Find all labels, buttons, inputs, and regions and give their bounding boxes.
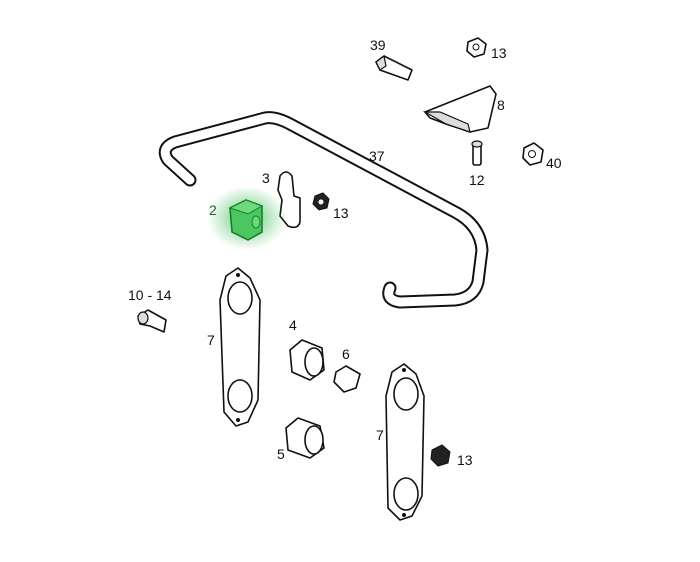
bracket-8[interactable] — [422, 85, 497, 133]
label-7-right: 7 — [376, 427, 384, 443]
link-plate-7-left[interactable] — [219, 267, 261, 427]
label-40: 40 — [546, 155, 562, 171]
bushing-2-highlighted[interactable] — [207, 186, 287, 250]
nut-13-mid[interactable] — [312, 192, 330, 211]
label-10-14: 10 - 14 — [128, 287, 172, 303]
bolt-39[interactable] — [375, 54, 413, 81]
label-12: 12 — [469, 172, 485, 188]
label-13-top: 13 — [491, 45, 507, 61]
bolt-12[interactable] — [471, 140, 483, 166]
label-3: 3 — [262, 170, 270, 186]
label-39: 39 — [370, 37, 386, 53]
stabilizer-bar[interactable] — [158, 111, 489, 309]
label-13-bottom: 13 — [457, 452, 473, 468]
link-plate-7-right[interactable] — [385, 363, 425, 521]
label-6: 6 — [342, 346, 350, 362]
label-7-left: 7 — [207, 332, 215, 348]
nut-13-bottom[interactable] — [430, 444, 451, 467]
nut-13-top[interactable] — [466, 37, 487, 58]
bushing-4[interactable] — [289, 339, 325, 381]
bushing-5[interactable] — [285, 417, 325, 459]
label-13-mid: 13 — [333, 205, 349, 221]
label-4: 4 — [289, 317, 297, 333]
label-8: 8 — [497, 97, 505, 113]
nut-40[interactable] — [522, 142, 544, 166]
label-5: 5 — [277, 446, 285, 462]
label-37: 37 — [369, 148, 385, 164]
label-2: 2 — [209, 202, 217, 218]
bolt-10-14[interactable] — [137, 309, 167, 333]
sleeve-6[interactable] — [333, 365, 361, 393]
